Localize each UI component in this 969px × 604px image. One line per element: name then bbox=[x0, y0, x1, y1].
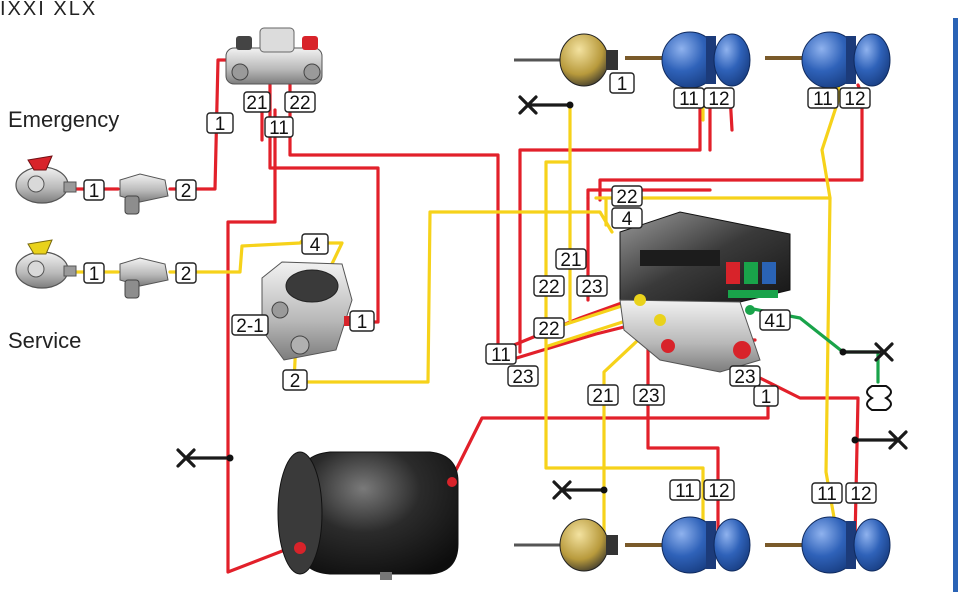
svg-text:23: 23 bbox=[734, 367, 755, 388]
svg-text:41: 41 bbox=[764, 311, 785, 332]
port-tag-rear-chamber-right-12: 12 bbox=[845, 482, 877, 505]
port-tag-trailer-valve-p4: 4 bbox=[301, 233, 329, 256]
svg-text:1: 1 bbox=[761, 387, 772, 408]
port-tag-relay-p21: 21 bbox=[243, 91, 271, 114]
port-tag-ebs-p23-low: 23 bbox=[633, 384, 665, 407]
coupling-head-red-icon[interactable] bbox=[15, 155, 77, 204]
svg-text:21: 21 bbox=[592, 386, 613, 407]
svg-text:1: 1 bbox=[617, 74, 628, 95]
port-tag-front-chamber-left-1: 1 bbox=[609, 72, 635, 95]
port-tag-trailer-valve-p2: 2 bbox=[282, 369, 308, 392]
svg-text:22: 22 bbox=[538, 277, 559, 298]
svg-text:1: 1 bbox=[215, 114, 226, 135]
svg-text:21: 21 bbox=[560, 250, 581, 271]
yellow-lines bbox=[72, 83, 842, 542]
svg-text:4: 4 bbox=[622, 209, 633, 230]
svg-text:11: 11 bbox=[679, 89, 699, 110]
port-tag-ebs-p4: 4 bbox=[611, 207, 643, 230]
port-tag-coupling-emergency-out: 1 bbox=[83, 179, 105, 202]
port-tag-front-chamber-mid-11: 11 bbox=[673, 87, 705, 110]
port-tag-ebs-p23-right: 23 bbox=[729, 365, 761, 388]
spring-brake-chamber-icon bbox=[765, 31, 891, 89]
port-tag-ebs-p41: 41 bbox=[759, 309, 791, 332]
svg-text:12: 12 bbox=[850, 484, 871, 505]
brake-chamber-icon bbox=[514, 33, 618, 87]
trailer-control-valve-icon bbox=[261, 261, 356, 361]
svg-text:22: 22 bbox=[616, 187, 637, 208]
bellows-icon bbox=[866, 385, 892, 411]
svg-text:11: 11 bbox=[269, 118, 289, 139]
port-tag-filter-emergency-out: 2 bbox=[175, 179, 197, 202]
svg-text:11: 11 bbox=[491, 345, 511, 366]
svg-text:11: 11 bbox=[675, 481, 695, 502]
spring-brake-chamber-icon bbox=[765, 516, 891, 574]
port-tag-ebs-p22-b: 22 bbox=[533, 317, 565, 340]
port-tag-front-chamber-right-12: 12 bbox=[839, 87, 871, 110]
port-tag-ebs-p22-a: 22 bbox=[533, 275, 565, 298]
svg-text:2: 2 bbox=[181, 264, 192, 285]
svg-text:21: 21 bbox=[246, 93, 267, 114]
port-tag-coupling-service-out: 1 bbox=[83, 262, 105, 285]
svg-text:1: 1 bbox=[357, 312, 368, 333]
port-tag-front-chamber-right-11: 11 bbox=[807, 87, 839, 110]
svg-text:12: 12 bbox=[708, 89, 729, 110]
svg-text:4: 4 bbox=[310, 235, 321, 256]
svg-text:2: 2 bbox=[181, 181, 192, 202]
svg-text:23: 23 bbox=[512, 367, 533, 388]
line-filter-icon bbox=[119, 257, 169, 299]
header-cut-text: IXXI XLX bbox=[0, 0, 98, 20]
svg-text:12: 12 bbox=[708, 481, 729, 502]
svg-text:11: 11 bbox=[817, 484, 837, 505]
accent-bar bbox=[953, 18, 958, 592]
port-tag-relay-in: 1 bbox=[206, 112, 234, 135]
svg-text:2: 2 bbox=[290, 371, 301, 392]
port-tag-ebs-p21: 21 bbox=[555, 248, 587, 271]
svg-text:2-1: 2-1 bbox=[236, 316, 263, 337]
svg-text:12: 12 bbox=[844, 89, 865, 110]
port-tag-ebs-p11: 11 bbox=[485, 343, 517, 366]
ebs-modulator-icon bbox=[619, 211, 791, 373]
port-tag-relay-p22: 22 bbox=[284, 91, 316, 114]
service-label: Service bbox=[8, 328, 82, 353]
svg-text:23: 23 bbox=[638, 386, 659, 407]
exhaust-plugs bbox=[176, 95, 908, 500]
spring-brake-chamber-icon bbox=[625, 516, 751, 574]
port-tag-ebs-p22-top: 22 bbox=[611, 185, 643, 208]
port-tag-front-chamber-mid-12: 12 bbox=[703, 87, 735, 110]
spring-brake-chamber-icon bbox=[625, 31, 751, 89]
svg-text:1: 1 bbox=[89, 264, 100, 285]
svg-text:22: 22 bbox=[289, 93, 310, 114]
port-tag-trailer-valve-p1: 1 bbox=[349, 310, 375, 333]
emergency-label: Emergency bbox=[8, 107, 120, 132]
relay-emergency-valve-icon bbox=[225, 27, 323, 85]
port-tag-relay-p11: 11 bbox=[264, 116, 294, 139]
air-tank-icon bbox=[277, 451, 459, 580]
port-tag-filter-service-out: 2 bbox=[175, 262, 197, 285]
svg-text:22: 22 bbox=[538, 319, 559, 340]
coupling-head-yellow-icon[interactable] bbox=[15, 239, 77, 289]
port-tag-rear-chamber-mid-12: 12 bbox=[703, 479, 735, 502]
svg-text:11: 11 bbox=[813, 89, 833, 110]
line-filter-icon bbox=[119, 173, 169, 215]
svg-text:23: 23 bbox=[581, 277, 602, 298]
port-tag-ebs-p1: 1 bbox=[753, 385, 779, 408]
port-tag-trailer-valve-p21: 2-1 bbox=[231, 314, 269, 337]
svg-text:1: 1 bbox=[89, 181, 100, 202]
brake-chamber-icon bbox=[514, 518, 618, 572]
port-tag-ebs-p23-b: 23 bbox=[507, 365, 539, 388]
port-tag-rear-chamber-mid-11: 11 bbox=[669, 479, 701, 502]
port-tag-rear-chamber-right-11: 11 bbox=[811, 482, 843, 505]
port-tag-ebs-p23-a: 23 bbox=[576, 275, 608, 298]
port-tag-ebs-p21-low: 21 bbox=[587, 384, 619, 407]
